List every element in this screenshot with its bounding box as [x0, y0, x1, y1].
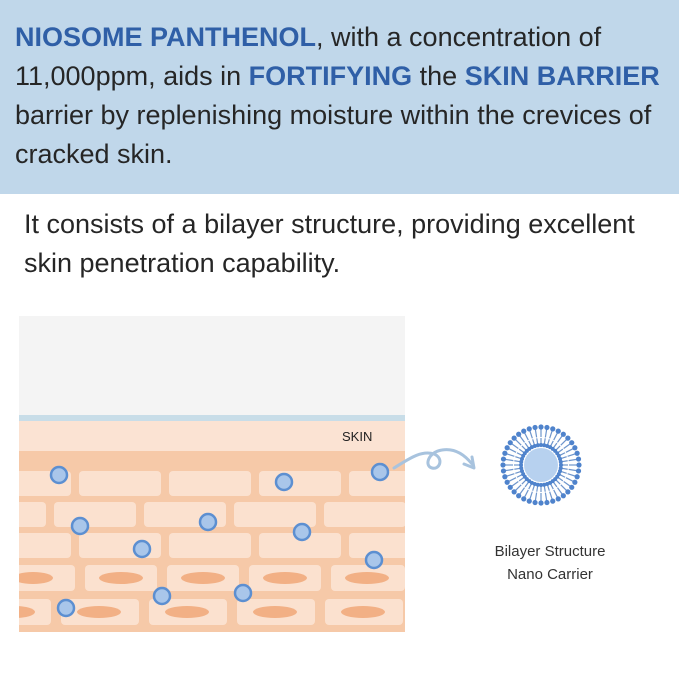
- caption-line-1: Bilayer Structure: [494, 543, 606, 560]
- caption-line-2: Nano Carrier: [507, 566, 593, 583]
- highlight-fortifying: FORTIFYING: [248, 61, 413, 91]
- curved-arrow-icon: [392, 448, 476, 470]
- highlight-skin-barrier: SKIN BARRIER: [464, 61, 660, 91]
- banner-text: NIOSOME PANTHENOL, with a concentration …: [15, 22, 660, 169]
- skin-top-layer: [19, 421, 405, 451]
- cell-row-2: [19, 502, 405, 527]
- highlight-niosome-panthenol: NIOSOME PANTHENOL: [15, 22, 317, 52]
- cell-row-3: [19, 533, 405, 558]
- nano-carrier-caption: Bilayer Structure Nano Carrier: [455, 540, 645, 586]
- cell-row-4: [19, 565, 405, 591]
- header-banner: NIOSOME PANTHENOL, with a concentration …: [0, 0, 679, 194]
- skin-diagram: [19, 316, 405, 632]
- cell-row-1: [19, 471, 405, 496]
- skin-label: SKIN: [342, 429, 373, 444]
- intro-text: It consists of a bilayer structure, prov…: [24, 209, 635, 278]
- nano-carrier-icon: [500, 424, 582, 506]
- air-area: [19, 316, 405, 415]
- skin-surface: [19, 415, 405, 421]
- nano-particles: [49, 462, 390, 618]
- cell-row-5: [19, 599, 403, 625]
